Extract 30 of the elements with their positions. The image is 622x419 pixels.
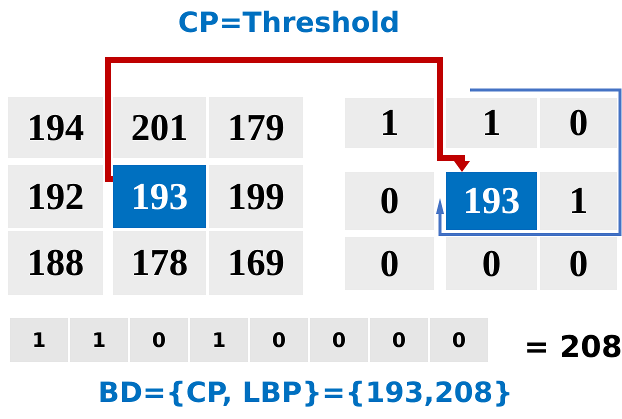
pixel-value: 0 [540,237,617,290]
binary-digit: 1 [190,318,248,362]
arrow [105,57,470,182]
formula-text: BD={CP, LBP}={193,208} [98,376,513,409]
binary-digit: 1 [70,318,128,362]
binary-digit: 0 [310,318,368,362]
pixel-value: 201 [113,97,206,158]
binary-digit: 0 [250,318,308,362]
center-pixel: 193 [113,165,206,228]
pixel-value: 0 [446,237,537,290]
pixel-value: 1 [345,98,434,148]
edge-label: CP=Threshold [178,6,400,39]
pixel-value: 188 [8,231,103,295]
binary-digit: 0 [130,318,188,362]
pixel-value: 0 [540,98,617,148]
pixel-value: 179 [209,97,303,158]
pixel-value: 199 [209,165,303,228]
pixel-value: 178 [113,231,206,295]
center-pixel: 193 [446,172,537,230]
pixel-value: 194 [8,97,103,158]
pixel-value: 169 [209,231,303,295]
binary-digit: 0 [430,318,488,362]
binary-digit: 0 [370,318,428,362]
pixel-value: 1 [540,172,617,230]
pixel-value: 192 [8,165,103,228]
result-value: = 208 [524,330,622,365]
pixel-value: 0 [345,237,434,290]
binary-digit: 1 [10,318,68,362]
pixel-value: 0 [345,172,434,230]
pixel-value: 1 [446,98,537,148]
